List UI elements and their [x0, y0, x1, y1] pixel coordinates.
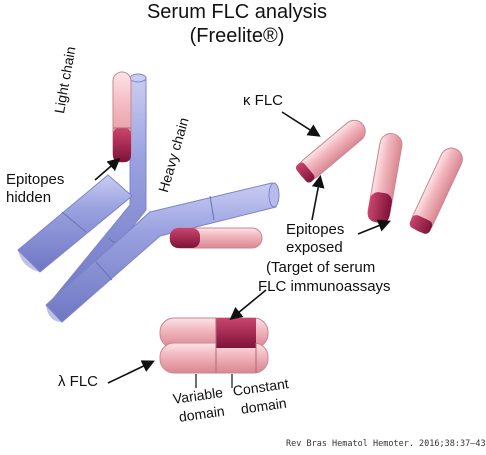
heavy-chain-lower-arm [45, 182, 280, 323]
epitopes-hidden-label-line2: hidden [6, 189, 52, 206]
diagram-canvas [17, 71, 463, 388]
heavy-chain-upper-arm [17, 174, 133, 273]
kappa-flc-monomer-2 [367, 133, 403, 223]
kappa-flc-monomer-1 [295, 119, 366, 183]
arrow-epitopes-exposed-right [357, 219, 391, 235]
arrow-target-line [229, 289, 267, 321]
epitopes-hidden-label-line1: Epitopes [6, 171, 65, 188]
diagram-title: Serum FLC analysis [146, 1, 328, 23]
bound-light-chain [112, 71, 132, 163]
kappa-flc-monomer-3 [409, 147, 463, 234]
arrow-epitopes-exposed-left [311, 174, 325, 221]
target-label-line1: (Target of serum [266, 259, 376, 276]
kappa-flc-label: κ FLC [243, 92, 284, 109]
epitopes-exposed-label-line1: Epitopes [286, 221, 345, 238]
lambda-flc-label: λ FLC [58, 373, 99, 390]
citation: Rev Bras Hematol Hemoter. 2016;38:37–43 [286, 439, 486, 449]
bound-light-chain-2 [169, 227, 263, 249]
arrow-kappa-flc [281, 111, 321, 137]
diagram-subtitle: (Freelite®) [189, 25, 285, 47]
arrow-epitopes-hidden [94, 157, 121, 181]
epitopes-exposed-label-line2: exposed [286, 239, 343, 256]
lambda-flc-dimer [159, 317, 269, 374]
target-label-line2: FLC immunoassays [258, 278, 391, 295]
arrow-lambda-flc [107, 360, 155, 384]
